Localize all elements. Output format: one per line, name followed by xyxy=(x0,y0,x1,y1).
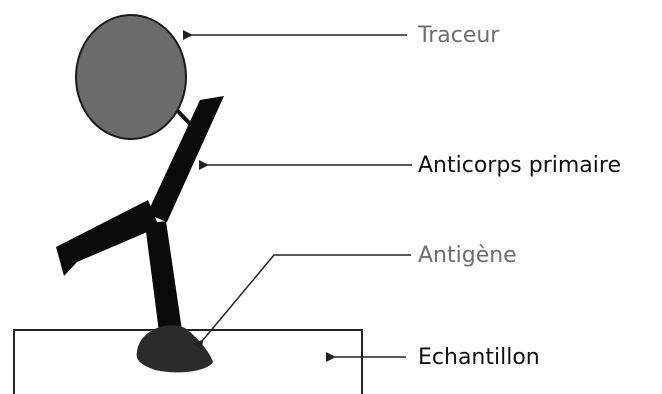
antibody-stem xyxy=(145,221,182,332)
label-sample: Echantillon xyxy=(418,345,540,370)
antigen-blob xyxy=(137,325,213,372)
antibody-left-arm xyxy=(56,200,159,276)
label-primary-antibody: Anticorps primaire xyxy=(418,153,621,178)
antigen-leader xyxy=(203,255,411,340)
label-antigen: Antigène xyxy=(418,243,517,268)
label-tracer: Traceur xyxy=(417,23,500,48)
tracer-circle xyxy=(76,15,186,139)
